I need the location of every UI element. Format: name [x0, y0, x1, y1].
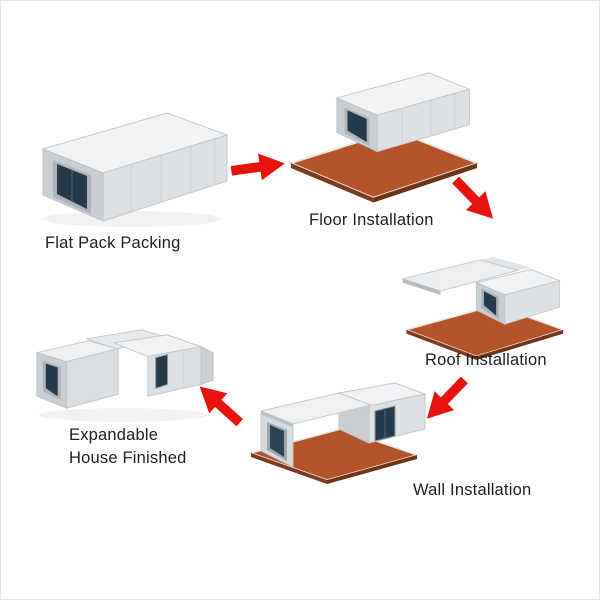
arrow-flat-pack-to-floor-icon — [229, 144, 290, 189]
flat-pack-illustration — [41, 112, 229, 227]
wall-installation-label: Wall Installation — [413, 481, 532, 499]
step-roof — [397, 241, 567, 362]
finished-house-label: Expandable House Finished — [69, 424, 186, 470]
finished-house-illustration — [34, 329, 214, 422]
arrow-roof-to-wall-icon — [412, 367, 478, 434]
floor-installation-illustration — [288, 72, 479, 203]
arrow-floor-to-roof-icon — [442, 167, 508, 234]
step-wall — [249, 377, 439, 489]
step-floor — [287, 71, 479, 215]
flat-pack-label: Flat Pack Packing — [45, 234, 181, 252]
wall-installation-illustration — [249, 382, 427, 484]
step-finished — [29, 311, 217, 428]
roof-installation-illustration — [400, 257, 566, 361]
step-flat-pack — [31, 105, 231, 230]
finished-house-label-line2: House Finished — [69, 449, 187, 467]
finished-house-label-line1: Expandable — [69, 426, 159, 444]
floor-installation-label: Floor Installation — [309, 211, 434, 229]
arrow-wall-to-finished-icon — [185, 371, 252, 437]
roof-installation-label: Roof Installation — [425, 351, 547, 369]
